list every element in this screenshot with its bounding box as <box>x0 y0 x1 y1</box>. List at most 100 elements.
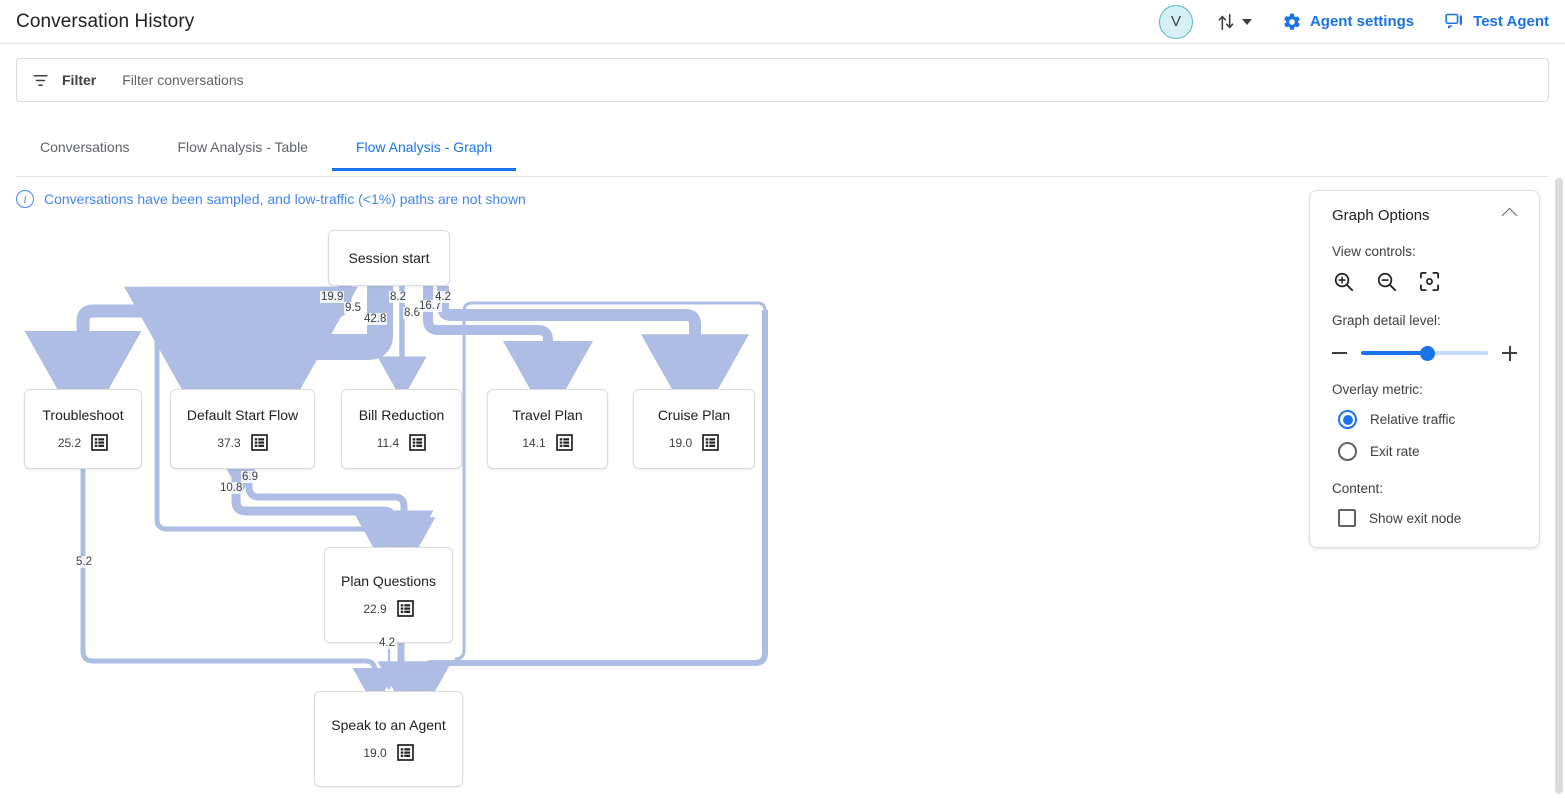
overlay-metric-label: Overlay metric: <box>1332 382 1423 397</box>
graph-node-session-start[interactable]: Session start <box>328 230 450 286</box>
tab-bar: Conversations Flow Analysis - Table Flow… <box>16 133 1549 177</box>
edge-label: 8.6 <box>403 307 421 319</box>
node-meta: 25.2 <box>57 434 109 451</box>
sampling-banner: i Conversations have been sampled, and l… <box>16 190 526 208</box>
filter-bar: Filter <box>0 44 1565 102</box>
graph-detail-slider-row <box>1332 344 1517 362</box>
avatar[interactable]: V <box>1158 4 1193 39</box>
list-view-icon[interactable] <box>555 434 573 451</box>
node-label: Session start <box>348 250 430 266</box>
node-meta: 11.4 <box>376 434 427 451</box>
edge-label: 6.9 <box>241 471 259 483</box>
test-agent-label: Test Agent <box>1473 13 1549 30</box>
edge-label: 16.7 <box>418 300 443 312</box>
agent-settings-button[interactable]: Agent settings <box>1282 12 1414 32</box>
edge-label: 4.2 <box>434 291 452 303</box>
zoom-out-icon[interactable] <box>1375 270 1398 293</box>
filter-box[interactable]: Filter <box>16 58 1549 102</box>
slider-thumb[interactable] <box>1419 345 1435 361</box>
edge-label: 19.9 <box>320 291 345 303</box>
graph-node-default-start-flow[interactable]: Default Start Flow 37.3 <box>170 389 315 469</box>
radio-label: Relative traffic <box>1370 412 1456 427</box>
radio-button[interactable] <box>1338 442 1357 461</box>
vertical-scrollbar[interactable] <box>1553 176 1565 798</box>
filter-label: Filter <box>62 72 97 88</box>
radio-label: Exit rate <box>1370 444 1420 459</box>
top-bar: Conversation History V Agent settings <box>0 0 1565 44</box>
filter-input[interactable] <box>122 72 1534 88</box>
graph-node-troubleshoot[interactable]: Troubleshoot 25.2 <box>24 389 142 469</box>
gear-icon <box>1284 13 1300 30</box>
zoom-in-icon[interactable] <box>1332 270 1355 293</box>
radio-button[interactable] <box>1338 410 1357 429</box>
list-view-icon[interactable] <box>396 600 414 617</box>
node-value: 14.1 <box>522 435 546 450</box>
view-controls <box>1332 270 1517 293</box>
avatar-initial: V <box>1170 13 1181 30</box>
graph-options-title: Graph Options <box>1332 207 1430 224</box>
flow-edges <box>24 286 768 718</box>
flow-graph-canvas[interactable]: Session start Troubleshoot 25.2 Default … <box>0 215 1549 798</box>
graph-options-header[interactable]: Graph Options <box>1332 207 1518 224</box>
graph-options-panel: Graph Options View controls: Graph detai… <box>1309 190 1540 548</box>
content-label: Content: <box>1332 481 1384 496</box>
node-meta: 14.1 <box>522 434 573 451</box>
sort-updown-icon <box>1218 13 1234 30</box>
node-value: 25.2 <box>57 435 82 450</box>
top-bar-actions: V Agent settings <box>1158 4 1565 39</box>
scrollbar-thumb[interactable] <box>1555 178 1563 794</box>
node-label: Bill Reduction <box>358 407 445 423</box>
checkbox-show-exit-node[interactable]: Show exit node <box>1338 509 1517 527</box>
node-label: Troubleshoot <box>42 407 124 423</box>
edge-label: 9.5 <box>344 302 362 314</box>
node-meta: 37.3 <box>217 434 268 451</box>
graph-node-plan-questions[interactable]: Plan Questions 22.9 <box>324 547 453 643</box>
tab-flow-analysis-table[interactable]: Flow Analysis - Table <box>177 139 308 155</box>
tab-flow-analysis-graph[interactable]: Flow Analysis - Graph <box>331 133 517 171</box>
graph-detail-slider[interactable] <box>1361 344 1488 362</box>
checkbox-label: Show exit node <box>1369 510 1462 526</box>
slider-track-fill <box>1361 351 1428 355</box>
radio-exit-rate[interactable]: Exit rate <box>1338 442 1517 461</box>
page-title: Conversation History <box>16 10 195 32</box>
graph-node-speak-to-an-agent[interactable]: Speak to an Agent 19.0 <box>314 691 463 787</box>
radio-relative-traffic[interactable]: Relative traffic <box>1338 410 1517 429</box>
test-agent-button[interactable]: Test Agent <box>1444 11 1549 32</box>
graph-detail-label: Graph detail level: <box>1332 313 1441 328</box>
list-view-icon[interactable] <box>91 434 109 451</box>
graph-node-travel-plan[interactable]: Travel Plan 14.1 <box>487 389 608 469</box>
edge-label: 10.8 <box>219 482 244 494</box>
tab-conversations[interactable]: Conversations <box>40 139 130 155</box>
node-value: 19.0 <box>363 745 387 760</box>
node-label: Speak to an Agent <box>331 717 446 733</box>
graph-node-bill-reduction[interactable]: Bill Reduction 11.4 <box>341 389 462 469</box>
checkbox[interactable] <box>1338 509 1356 527</box>
node-meta: 22.9 <box>363 600 414 617</box>
node-label: Cruise Plan <box>657 407 731 423</box>
sampling-banner-text: Conversations have been sampled, and low… <box>44 191 526 207</box>
node-label: Default Start Flow <box>186 407 299 423</box>
list-view-icon[interactable] <box>409 434 427 451</box>
chevron-down-icon <box>1241 18 1252 25</box>
chevron-up-icon[interactable] <box>1501 207 1518 224</box>
sort-control[interactable] <box>1215 11 1252 33</box>
list-view-icon[interactable] <box>702 434 720 451</box>
node-value: 11.4 <box>376 435 400 450</box>
node-value: 22.9 <box>363 601 387 616</box>
fit-to-screen-icon[interactable] <box>1418 270 1441 293</box>
agent-settings-label: Agent settings <box>1309 13 1415 30</box>
edge-label: 8.2 <box>389 291 407 303</box>
node-value: 19.0 <box>668 435 693 450</box>
decrease-detail-button[interactable] <box>1332 352 1347 354</box>
edge-label: 4.2 <box>378 637 396 649</box>
graph-node-cruise-plan[interactable]: Cruise Plan 19.0 <box>633 389 755 469</box>
increase-detail-button[interactable] <box>1502 345 1517 361</box>
view-controls-label: View controls: <box>1332 244 1416 259</box>
node-meta: 19.0 <box>668 434 720 451</box>
filter-icon <box>33 74 48 86</box>
node-meta: 19.0 <box>363 744 414 761</box>
list-view-icon[interactable] <box>396 744 414 761</box>
node-value: 37.3 <box>217 435 241 450</box>
list-view-icon[interactable] <box>250 434 268 451</box>
